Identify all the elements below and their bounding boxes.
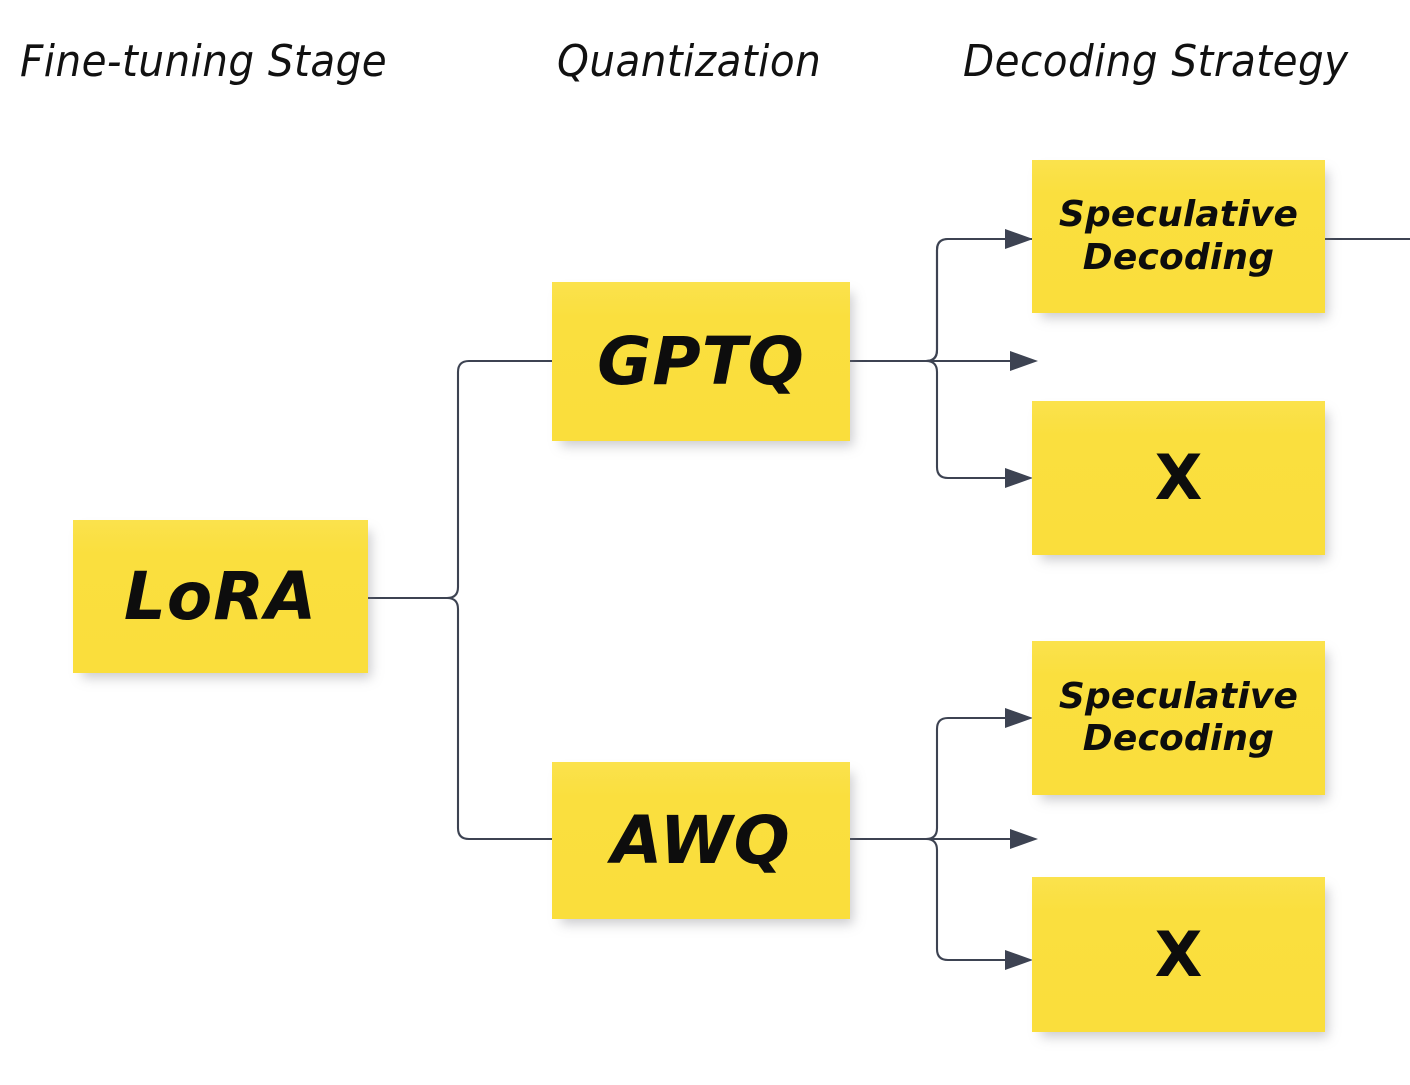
node-awq[interactable]: AWQ (552, 762, 850, 919)
arrowhead-lora-to-awq (1010, 829, 1038, 849)
arrowhead-lora-to-gptq (1010, 351, 1038, 371)
edge-gptq-to-x (848, 359, 1007, 480)
node-awq-label: AWQ (611, 801, 791, 879)
column-header-decoding-strategy: Decoding Strategy (963, 36, 1349, 87)
column-header-quantization: Quantization (557, 36, 822, 87)
arrowhead-gptq-to-speculative-decoding (1005, 229, 1033, 249)
arrowhead-awq-to-x (1005, 950, 1033, 970)
edge-gptq-to-speculative-decoding-visible (848, 237, 1007, 363)
arrowhead-gptq-to-x (1005, 468, 1033, 488)
node-x-gptq[interactable]: X (1032, 401, 1325, 555)
node-speculative-decoding-awq[interactable]: Speculative Decoding (1032, 641, 1325, 795)
node-x-awq[interactable]: X (1032, 877, 1325, 1032)
node-speculative-decoding-gptq-label: Speculative Decoding (1058, 194, 1299, 278)
node-lora-label: LoRA (123, 557, 318, 635)
arrowhead-awq-to-speculative-decoding (1005, 708, 1033, 728)
edge-awq-to-x (848, 837, 1007, 962)
node-x-awq-label: X (1154, 917, 1203, 991)
node-gptq-label: GPTQ (597, 322, 805, 400)
edge-awq-to-speculative-decoding (848, 716, 1007, 841)
node-x-gptq-label: X (1154, 441, 1203, 514)
node-speculative-decoding-gptq[interactable]: Speculative Decoding (1032, 160, 1325, 313)
node-lora[interactable]: LoRA (73, 520, 368, 673)
node-speculative-decoding-awq-label: Speculative Decoding (1058, 675, 1299, 759)
node-gptq[interactable]: GPTQ (552, 282, 850, 441)
column-header-fine-tuning-stage: Fine-tuning Stage (20, 36, 388, 87)
